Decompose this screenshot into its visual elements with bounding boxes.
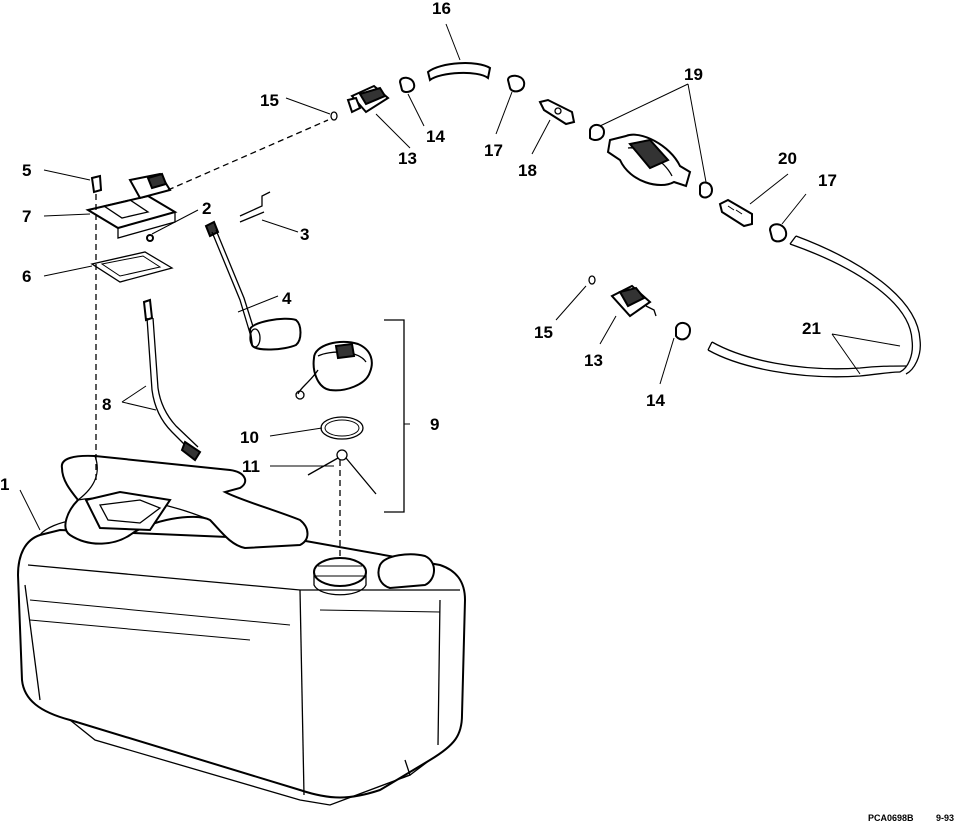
sender-plate-assembly [85,172,178,283]
fuel-hose [707,235,921,378]
callout-16: 16 [432,0,451,18]
pickup-tube [142,298,202,462]
callout-3: 3 [300,225,309,244]
callout-21: 21 [802,319,821,338]
callout-13-lower: 13 [584,351,603,370]
callout-8: 8 [102,395,111,414]
fuel-cap-assembly [295,319,405,513]
figure-reference: PCA0698B 9-93 [868,813,954,823]
leader-lines [19,23,901,531]
callout-14-lower: 14 [646,391,665,410]
float-arm-assembly [204,191,302,351]
callout-19: 19 [684,65,703,84]
callout-5: 5 [22,161,31,180]
callout-2: 2 [202,199,211,218]
callout-11: 11 [242,457,260,476]
callout-1: 1 [0,475,9,494]
callout-13-upper: 13 [398,149,417,168]
callout-10: 10 [240,428,259,447]
callout-20: 20 [778,149,797,168]
callout-6: 6 [22,267,31,286]
alignment-lines [95,119,341,560]
callout-15-upper: 15 [260,91,279,110]
upper-fuel-line [330,62,788,243]
callout-14-upper: 14 [426,127,445,146]
callout-17-right: 17 [818,171,837,190]
callout-4: 4 [282,289,292,308]
callout-17-left: 17 [484,141,503,160]
callout-7: 7 [22,207,31,226]
figure-code: PCA0698B [868,813,914,823]
callout-15-lower: 15 [534,323,553,342]
fuel-tank [16,454,467,806]
lower-connector-set [588,275,692,341]
callout-labels: 1 2 3 4 5 7 6 8 9 10 11 13 13 14 14 15 1… [0,0,837,494]
callout-18: 18 [518,161,537,180]
date-code: 9-93 [936,813,954,823]
callout-9: 9 [430,415,439,434]
